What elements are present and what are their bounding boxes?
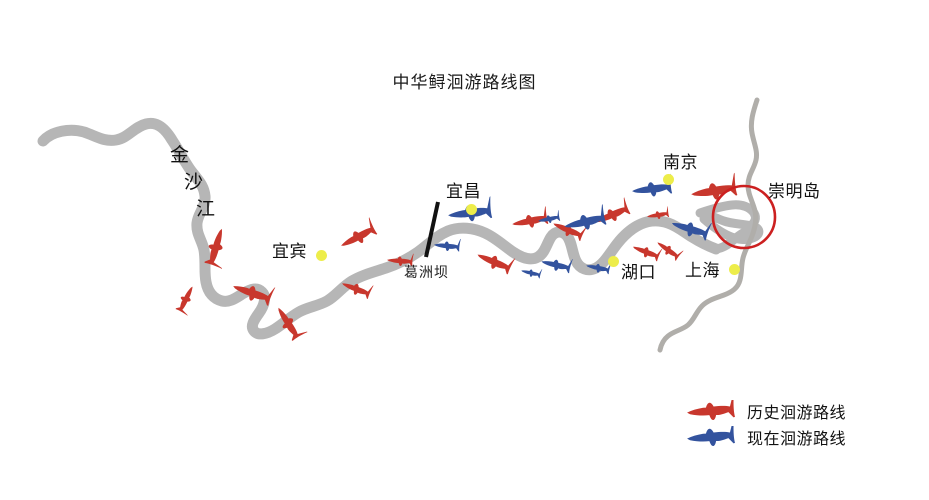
current-sturgeon-3	[541, 259, 573, 274]
historic-sturgeon-3	[278, 307, 308, 341]
current-sturgeon-6	[586, 262, 612, 275]
dam-label-gezhouba: 葛洲坝	[404, 265, 449, 281]
current-sturgeon-2	[538, 209, 561, 223]
current-sturgeon-5	[564, 204, 607, 230]
city-label-hukou: 湖口	[621, 263, 656, 283]
historic-sturgeon-2	[233, 286, 276, 306]
historic-sturgeon-8	[512, 206, 549, 228]
city-label-nanjing: 南京	[663, 153, 698, 173]
river-label-char-1: 金	[170, 144, 190, 166]
yangtze-river-path	[37, 117, 722, 340]
legend-sturgeon-historic-route	[687, 400, 735, 421]
legend-item-current: 现在洄游路线	[683, 424, 893, 450]
legend-label-historic: 历史洄游路线	[747, 403, 847, 422]
historic-sturgeon-6	[387, 253, 414, 267]
legend-swatch-historic	[687, 400, 735, 421]
current-sturgeon-8	[671, 222, 712, 241]
river-label-jinshajiang: 金 沙 江	[170, 140, 215, 221]
city-label-shanghai: 上海	[685, 261, 720, 281]
page-title: 中华鲟洄游路线图	[392, 73, 537, 93]
historic-sturgeon-4	[341, 217, 378, 246]
coastline-layer	[657, 97, 760, 353]
chongming-island-highlight-circle	[711, 184, 777, 250]
legend-sturgeon-current-route	[687, 426, 735, 447]
historic-sturgeon-5	[342, 283, 374, 299]
legend-item-historic: 历史洄游路线	[683, 398, 893, 424]
river-label-char-2: 沙	[184, 171, 204, 193]
current-sturgeon-7	[632, 173, 673, 197]
estuary-south-channel	[699, 209, 764, 244]
gezhouba-dam-line	[424, 201, 440, 258]
historic-sturgeon-14	[657, 242, 684, 261]
historic-sturgeon-11	[633, 246, 663, 262]
estuary-mouth-south-channel	[711, 225, 757, 254]
current-sturgeon-4	[521, 269, 543, 279]
city-label-yibin: 宜宾	[272, 242, 307, 262]
city-dot-nanjing	[663, 174, 674, 185]
city-label-yichang: 宜昌	[446, 182, 481, 202]
legend: 历史洄游路线 现在洄游路线	[683, 398, 893, 450]
current-sturgeon-1	[434, 238, 461, 252]
legend-swatch-current	[687, 426, 735, 447]
city-label-chongming: 崇明岛	[768, 182, 821, 202]
historic-sturgeon-12	[647, 206, 670, 220]
historic-sturgeon-9	[553, 223, 587, 241]
east-china-sea-coastline	[657, 97, 760, 353]
historic-sturgeon-1	[175, 286, 193, 316]
river-layer	[37, 117, 764, 340]
historic-sturgeon-10	[595, 197, 631, 223]
highlight-layer	[711, 184, 777, 250]
historic-sturgeon-0	[204, 228, 223, 269]
dam-layer	[424, 201, 440, 258]
legend-label-current: 现在洄游路线	[747, 429, 847, 448]
city-dot-shanghai	[729, 264, 740, 275]
city-dot-hukou	[608, 256, 619, 267]
city-dot-yichang	[466, 204, 477, 215]
historic-sturgeon-7	[477, 254, 516, 275]
river-label-char-3: 江	[196, 198, 216, 220]
city-dot-yibin	[316, 250, 327, 261]
